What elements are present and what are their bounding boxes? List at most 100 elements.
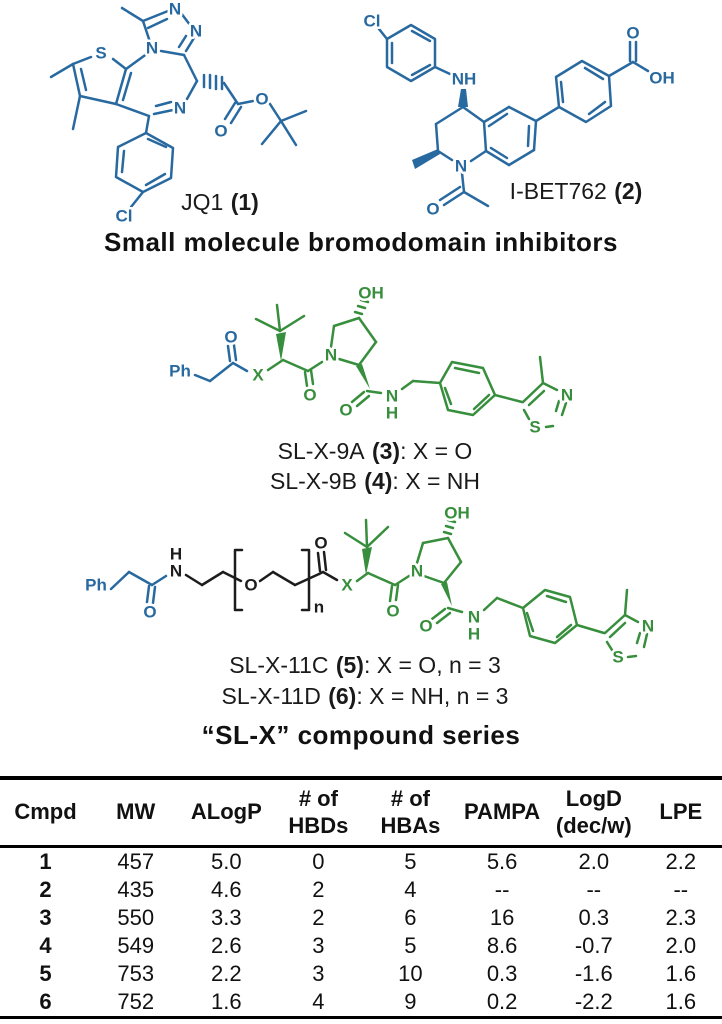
atom-label-n: N — [468, 608, 480, 627]
compound-name: SL-X-11C — [229, 652, 329, 678]
table-cell: -- — [494, 876, 510, 902]
slx11c-label: SL-X-11C(5): X = O, n = 3 — [229, 652, 501, 679]
table-cell: 2 — [39, 876, 52, 902]
atom-label-oh: OH — [444, 504, 470, 523]
table-cell: 1.6 — [665, 988, 697, 1014]
table-cell: 752 — [117, 988, 155, 1014]
table-cell: 0.3 — [486, 960, 518, 986]
compound-number: (5) — [335, 652, 364, 678]
atom-label-n: N — [146, 39, 158, 58]
table-cell: -- — [673, 876, 689, 902]
table-cell: 2.2 — [211, 960, 242, 986]
table-cell: 3 — [312, 960, 325, 986]
column-header: LogD(dec/w) — [555, 786, 632, 838]
atom-label-o: O — [303, 386, 316, 405]
atom-label-ph: Ph — [85, 576, 107, 595]
atom-label-n: N — [386, 387, 398, 406]
slx11-atom-labels: Ph O N H O n O X O N OH O N H N S — [83, 501, 657, 669]
table-cell: -1.6 — [574, 960, 613, 986]
slx11-green-bonds — [343, 518, 649, 659]
compound-number: (6) — [328, 683, 357, 709]
table-cell: 1.6 — [665, 960, 697, 986]
atom-label-cl: Cl — [116, 207, 133, 226]
table-cell: 1.6 — [211, 988, 242, 1014]
table-cell: 16 — [489, 904, 515, 930]
atom-label-h: H — [468, 625, 480, 644]
atom-label-o: O — [244, 576, 257, 595]
table-cell: 2 — [312, 904, 325, 930]
slx9-green-bonds — [254, 298, 568, 429]
atom-label-o: O — [339, 401, 352, 420]
ibet762-wedges — [412, 89, 468, 169]
slx11d-label: SL-X-11D (6): X = NH, n = 3 — [222, 683, 509, 710]
column-header: PAMPA — [464, 799, 541, 825]
atom-label-ph: Ph — [169, 362, 191, 381]
column-header: LPE — [659, 799, 703, 825]
table-cell: 8.6 — [486, 932, 518, 958]
table-cell: 5 — [404, 932, 417, 958]
atom-label-n: N — [455, 157, 467, 176]
slx11-blue-bonds — [109, 570, 168, 605]
table-cell: 550 — [117, 904, 155, 930]
atom-label-n: N — [170, 562, 182, 581]
slx11-linker-bonds — [184, 548, 339, 612]
atom-label-n: N — [411, 562, 423, 581]
table-cell: 435 — [117, 876, 155, 902]
table-cell: -2.2 — [574, 988, 613, 1014]
ibet762-bonds — [377, 23, 650, 208]
caption-bromodomain-inhibitors: Small molecule bromodomain inhibitors — [103, 227, 619, 257]
atom-label-o: O — [224, 328, 237, 347]
compound-name: I-BET762 — [509, 178, 607, 204]
jq1-label: JQ1(1) — [181, 189, 259, 216]
atom-label-nh: NH — [452, 70, 477, 89]
atom-label-cl: Cl — [364, 12, 381, 31]
table-cell: 5 — [39, 960, 52, 986]
slx9-wedges — [276, 332, 370, 389]
jq1-atom-labels: N N N N S O O Cl — [93, 0, 271, 228]
table-cell: 5.6 — [486, 848, 518, 874]
atom-label-o: O — [143, 603, 156, 622]
ibet762-label: I-BET762 (2) — [510, 178, 643, 205]
table-cell: 0.2 — [486, 988, 518, 1014]
atom-label-s: S — [529, 418, 540, 437]
atom-label-h: H — [386, 404, 398, 423]
atom-label-n-subscript: n — [314, 598, 324, 617]
table-cell: 2.0 — [665, 932, 697, 958]
jq1-structure: N N N N S O O Cl — [49, 0, 308, 228]
table-cell: 0 — [312, 848, 325, 874]
slx11-wedges — [362, 547, 452, 606]
table-cell: 1 — [39, 848, 52, 874]
atom-label-h: H — [170, 545, 182, 564]
table-cell: 4 — [404, 876, 417, 902]
compound-number: (3) — [371, 438, 401, 464]
ibet762-structure: Cl NH N O O OH — [361, 9, 677, 221]
column-header: MW — [116, 799, 156, 825]
table-cell: 753 — [117, 960, 155, 986]
table-cell: 5 — [404, 848, 417, 874]
compound-condition: : X = NH, n = 3 — [356, 683, 509, 709]
compound-name: JQ1 — [181, 189, 224, 215]
ibet762-atom-labels: Cl NH N O O OH — [361, 9, 677, 221]
compound-name: SL-X-11D — [221, 683, 321, 709]
atom-label-o: O — [214, 122, 227, 141]
atom-label-s: S — [95, 44, 106, 63]
compound-number: (2) — [614, 178, 643, 204]
slx9a-label: SL-X-9A(3): X = O — [278, 438, 473, 465]
table-cell: 3.3 — [211, 904, 242, 930]
slx9b-label: SL-X-9B(4): X = NH — [270, 468, 480, 495]
atom-label-x: X — [341, 576, 353, 595]
table-cell: 2 — [312, 876, 325, 902]
table-cell: 2.0 — [578, 848, 610, 874]
compound-name: SL-X-9A — [277, 438, 365, 464]
compound-condition: : X = O, n = 3 — [363, 652, 501, 678]
table-cell: 5.0 — [211, 848, 242, 874]
compound-number: (1) — [230, 189, 259, 215]
atom-label-n: N — [325, 346, 337, 365]
